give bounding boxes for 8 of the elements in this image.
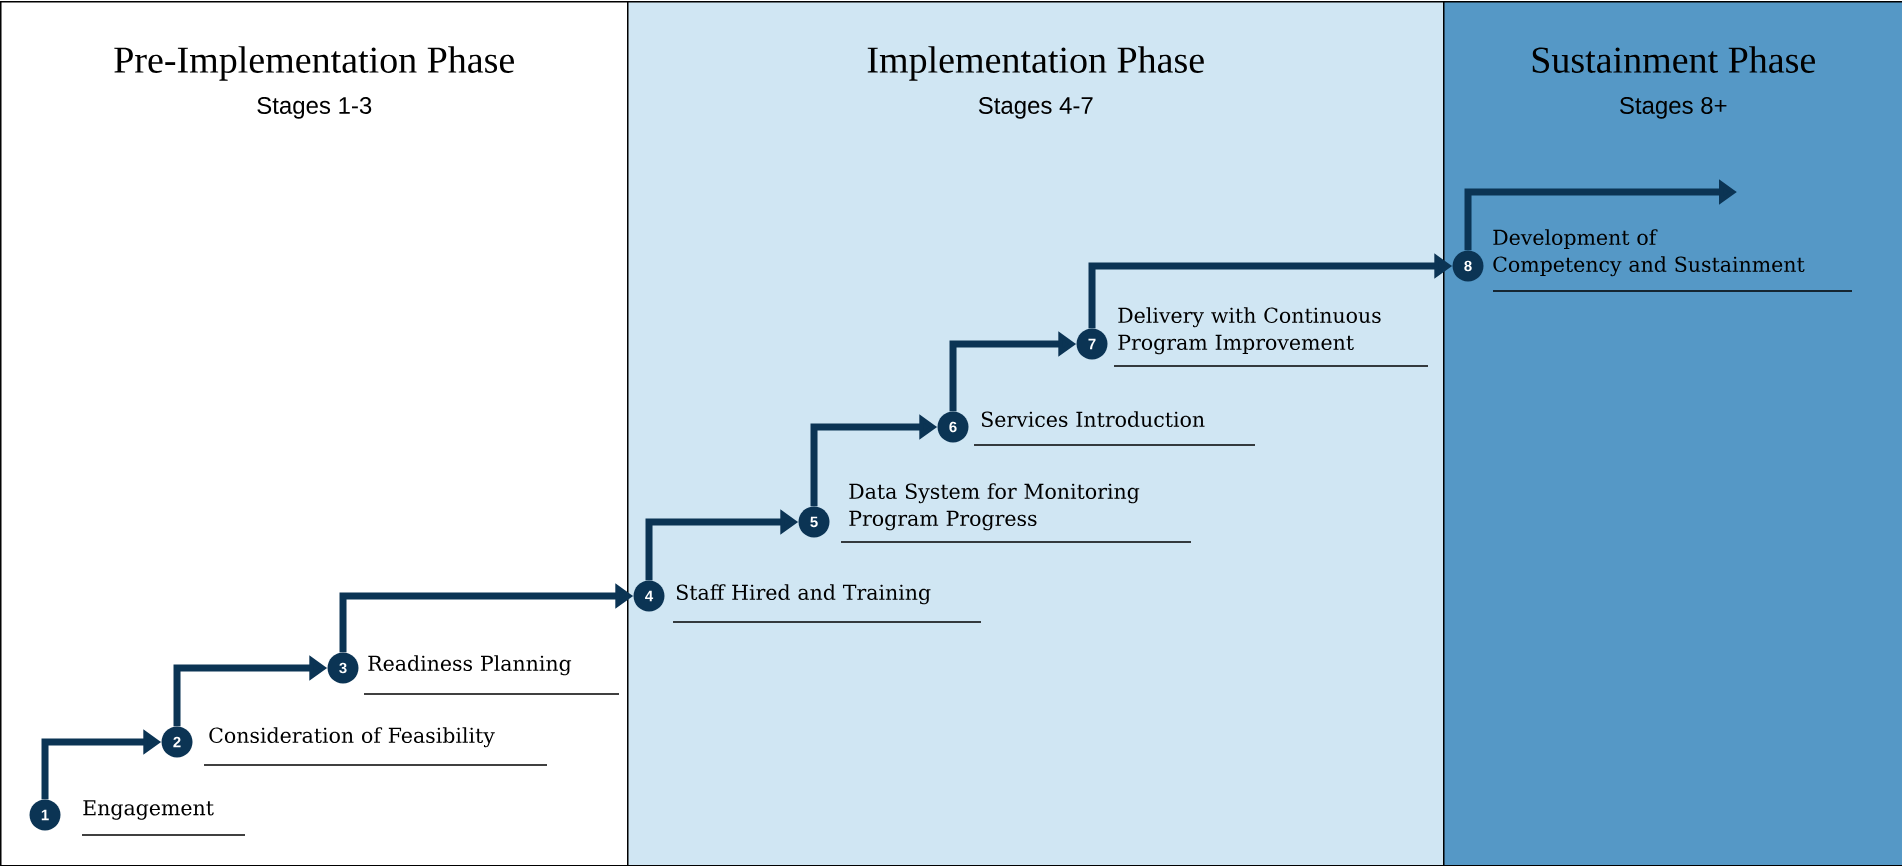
- step-label: Delivery with Continuous Program Improvement: [1113, 307, 1429, 367]
- step-label: Engagement: [81, 800, 246, 836]
- step-label: Services Introduction: [973, 411, 1256, 446]
- step-label: Data System for Monitoring Program Progress: [840, 483, 1192, 543]
- step-label: Consideration of Feasibility: [203, 727, 548, 766]
- step-label: Development of Competency and Sustainment: [1492, 229, 1853, 292]
- step-label: Readiness Planning: [363, 655, 620, 695]
- step-label: Staff Hired and Training: [672, 584, 982, 623]
